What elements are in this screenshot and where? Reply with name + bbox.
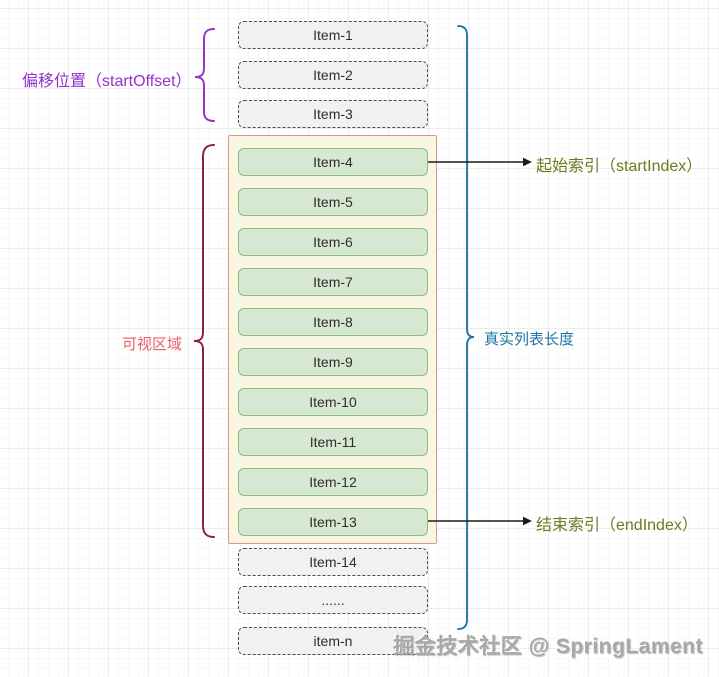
real-list-bracket (457, 25, 475, 630)
item-box-n: item-n (238, 627, 428, 655)
end-index-arrow (428, 516, 532, 526)
viewport-brace (193, 144, 215, 538)
item-box-14: Item-14 (238, 548, 428, 576)
item-box-3: Item-3 (238, 100, 428, 128)
item-box-5: Item-5 (238, 188, 428, 216)
start-index-label: 起始索引（startIndex） (536, 158, 703, 175)
watermark: 掘金技术社区 @ SpringLament (393, 635, 703, 658)
item-box-10: Item-10 (238, 388, 428, 416)
item-box-6: Item-6 (238, 228, 428, 256)
item-box-11: Item-11 (238, 428, 428, 456)
start-offset-label: 偏移位置（startOffset） (22, 73, 192, 90)
item-box-12: Item-12 (238, 468, 428, 496)
item-box-8: Item-8 (238, 308, 428, 336)
offset-brace (194, 28, 215, 122)
viewport-label: 可视区域 (122, 336, 183, 353)
item-box-7: Item-7 (238, 268, 428, 296)
item-box-13: Item-13 (238, 508, 428, 536)
item-box-9: Item-9 (238, 348, 428, 376)
item-box-ellipsis: ...... (238, 586, 428, 614)
item-box-1: Item-1 (238, 21, 428, 49)
real-list-length-label: 真实列表长度 (484, 331, 575, 348)
start-index-arrow (428, 157, 532, 167)
item-box-4: Item-4 (238, 148, 428, 176)
end-index-label: 结束索引（endIndex） (536, 517, 698, 534)
item-box-2: Item-2 (238, 61, 428, 89)
